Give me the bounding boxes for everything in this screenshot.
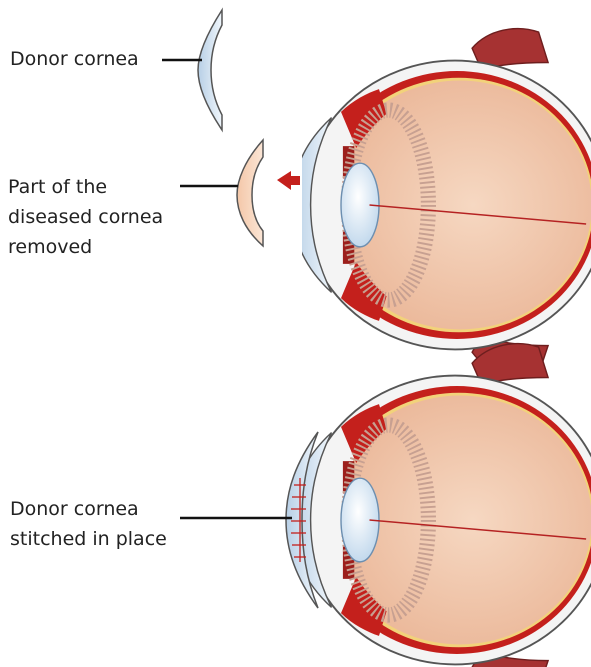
upper-eye-icon: [292, 29, 591, 377]
label-donor-cornea: Donor cornea: [10, 46, 139, 72]
label-stitched-line1: Donor cornea: [10, 496, 167, 522]
label-part-removed-line1: Part of the: [8, 174, 163, 200]
lower-eye-icon: [292, 344, 591, 667]
label-part-removed: Part of the diseased cornea removed: [8, 174, 163, 260]
label-part-removed-line2: diseased cornea: [8, 204, 163, 230]
label-donor-cornea-text: Donor cornea: [10, 48, 139, 70]
label-part-removed-line3: removed: [8, 234, 163, 260]
label-stitched-line2: stitched in place: [10, 526, 167, 552]
label-stitched: Donor cornea stitched in place: [10, 496, 167, 552]
donor-cornea-piece: [198, 10, 222, 130]
